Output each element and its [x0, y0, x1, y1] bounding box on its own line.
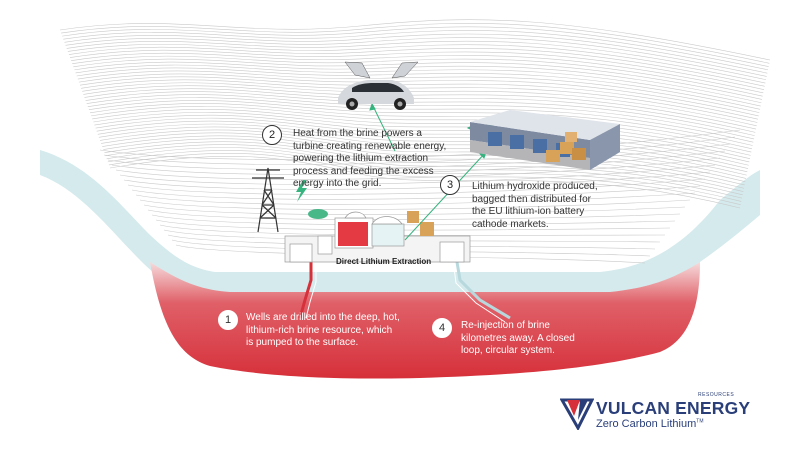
contour-line [76, 67, 761, 110]
contour-line [64, 33, 768, 74]
contour-line [139, 199, 691, 210]
contour-line [87, 97, 754, 143]
step-2-line: process and feeding the excess [293, 165, 434, 177]
step-1-badge: 1 [218, 310, 238, 330]
step-1-line: Wells are drilled into the deep, hot, [246, 312, 400, 323]
step-4-line: loop, circular system. [461, 345, 555, 356]
contour-line [119, 164, 716, 185]
contour-line [88, 100, 753, 146]
contour-line [108, 153, 741, 206]
step-2-line: turbine creating renewable energy, [293, 140, 447, 152]
lightning-icon [296, 180, 307, 202]
contour-line [66, 40, 767, 81]
brine-reservoir [150, 262, 700, 379]
step-4-line: Re-injection of brine [461, 320, 550, 331]
warehouse-icon [470, 110, 620, 170]
step-3-line: cathode markets. [472, 218, 549, 230]
plant-label: Direct Lithium Extraction [336, 257, 432, 266]
contour-line [131, 185, 701, 200]
contour-line [75, 64, 761, 107]
brand-logo: VULCAN ENERGY RESOURCES Zero Carbon Lith… [560, 392, 751, 436]
contour-line [105, 144, 743, 196]
plant-icon [284, 209, 471, 263]
step-3-line: the EU lithium-ion battery [472, 206, 585, 217]
step-4-text: Re-injection of brine kilometres away. A… [461, 320, 575, 358]
step-1-line: is pumped to the surface. [246, 337, 359, 348]
contour-line [77, 70, 760, 113]
contour-line [86, 94, 755, 140]
contour-line [74, 61, 762, 104]
reinjection-pipe-outline [451, 251, 506, 323]
production-well-pipe [298, 252, 313, 319]
production-well-pipe-outline [305, 252, 317, 319]
contour-line [111, 150, 726, 175]
contour-line [71, 52, 764, 94]
contour-line [61, 22, 770, 64]
boxes-icon [546, 132, 586, 162]
contour-line [67, 43, 766, 84]
contour-line [123, 171, 711, 190]
contour-line [68, 46, 765, 87]
contour-line [127, 178, 706, 195]
reinjection-pipe [453, 249, 511, 320]
step-3-line: bagged then distributed for [472, 193, 591, 205]
contour-line [135, 192, 696, 205]
step-2-line: energy into the grid. [293, 178, 382, 189]
step-2-line: Heat from the brine powers a [293, 128, 422, 139]
step-2-text: Heat from the brine powers a turbine cre… [293, 128, 446, 191]
contour-line [65, 37, 767, 77]
contour-line [103, 136, 736, 165]
contour-line [109, 156, 741, 209]
contour-line [143, 204, 686, 215]
brand-tagline: Zero Carbon LithiumTM [596, 418, 704, 430]
brand-tagline-text: Zero Carbon Lithium [596, 418, 697, 430]
brand-caption: RESOURCES [698, 392, 735, 398]
pylon-icon [252, 167, 284, 233]
brand-name: VULCAN ENERGY [596, 398, 751, 418]
contour-line [107, 143, 731, 170]
step-4-badge: 4 [432, 318, 452, 338]
step-2-line: powering the lithium extraction [293, 153, 429, 164]
contour-line [99, 129, 741, 160]
step-2-badge: 2 [262, 125, 282, 145]
contour-line [63, 30, 769, 71]
step-3-badge: 3 [440, 175, 460, 195]
step-3-text: Lithium hydroxide produced, bagged then … [472, 181, 598, 231]
step-1-line: lithium-rich brine resource, which [246, 324, 393, 336]
contour-line [73, 58, 763, 100]
contour-line [69, 49, 765, 90]
contour-line [115, 157, 721, 180]
contour-line [106, 147, 743, 199]
contour-line [62, 26, 769, 67]
contour-line [72, 55, 763, 97]
electric-car-icon [338, 61, 419, 110]
step-3-line: Lithium hydroxide produced, [472, 181, 598, 192]
step-4-line: kilometres away. A closed [461, 332, 575, 344]
vulcan-v-logo-icon [560, 398, 594, 430]
trademark-mark: TM [696, 418, 704, 425]
contour-line [59, 19, 771, 61]
step-1-text: Wells are drilled into the deep, hot, li… [246, 312, 400, 350]
